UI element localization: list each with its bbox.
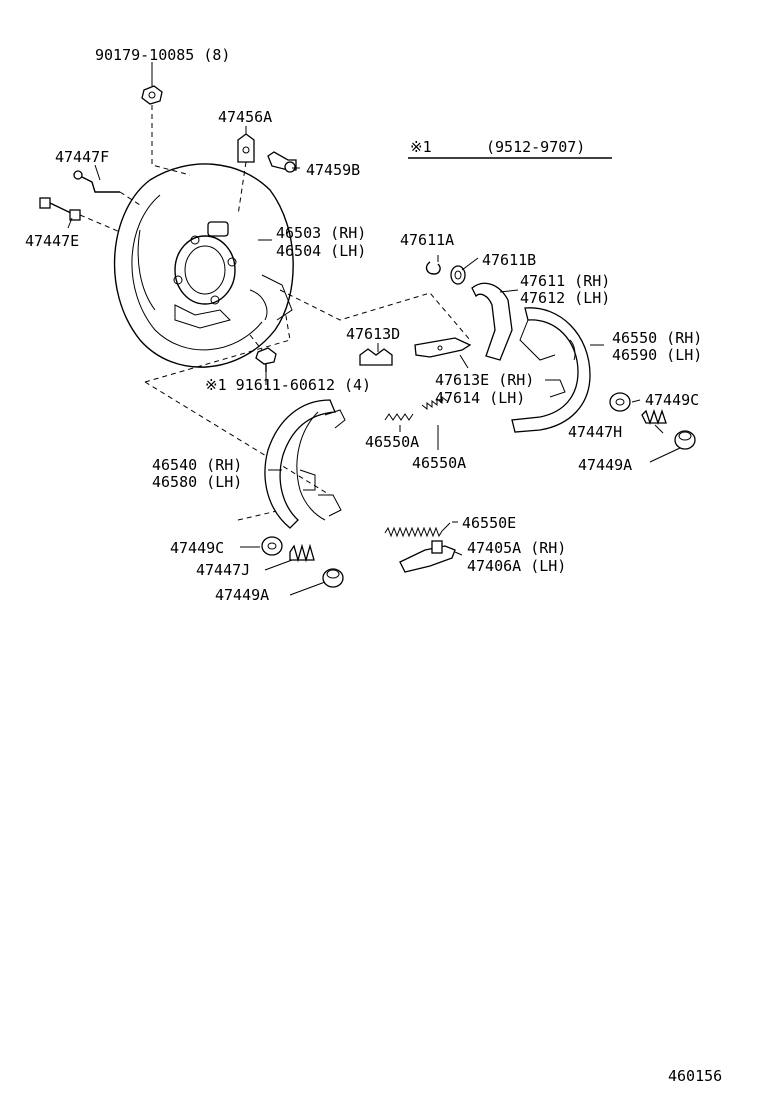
spring-47447J [289,543,315,563]
label-46590: 46590 (LH) [612,346,702,364]
label-46503: 46503 (RH) [276,224,366,242]
spring-46550A-2 [421,395,448,411]
label-47449C-right: 47449C [645,391,699,409]
label-46550: 46550 (RH) [612,329,702,347]
washer-47449C-left [261,536,283,556]
nut-90179 [141,85,163,105]
bolt-47447E [39,197,81,221]
leader-lines [67,62,681,596]
label-91611: ※1 91611-60612 (4) [205,376,371,394]
pin-47447F [73,170,120,193]
clip-47611A [425,261,441,275]
label-47613E: 47613E (RH) [435,371,534,389]
figure-number: 460156 [668,1067,722,1085]
lever-47611 [471,282,513,361]
adjuster-47405A [399,540,456,573]
washer-47611B [450,265,466,285]
bolt-91611 [255,347,277,372]
brake-shoe-left [264,399,346,529]
label-47447H: 47447H [568,423,622,441]
backing-plate [113,163,294,368]
cap-47449A-right [674,430,696,450]
label-47447J: 47447J [196,561,250,579]
washer-47449C-right [609,392,631,412]
label-47614: 47614 (LH) [435,389,525,407]
clip-47613D [359,348,393,366]
spring-47447H [641,408,667,426]
label-47611B: 47611B [482,251,536,269]
cap-47449A-left [322,568,344,588]
bleeder-47459B [267,151,297,173]
label-47613D: 47613D [346,325,400,343]
label-47611: 47611 (RH) [520,272,610,290]
brake-shoe-right [511,307,591,433]
spring-46550E [384,522,451,538]
spring-46550A-1 [384,413,414,421]
label-46550A-1: 46550A [365,433,419,451]
label-47611A: 47611A [400,231,454,249]
label-47449A-right: 47449A [578,456,632,474]
label-47449A-left: 47449A [215,586,269,604]
label-47406A: 47406A (LH) [467,557,566,575]
label-47459B: 47459B [306,161,360,179]
label-46550A-2: 46550A [412,454,466,472]
label-46550E: 46550E [462,514,516,532]
label-46540: 46540 (RH) [152,456,242,474]
bracket-47456A [237,133,255,163]
label-46504: 46504 (LH) [276,242,366,260]
label-47456A: 47456A [218,108,272,126]
label-47449C-left: 47449C [170,539,224,557]
label-47612: 47612 (LH) [520,289,610,307]
label-47447E: 47447E [25,232,79,250]
label-90179: 90179-10085 (8) [95,46,230,64]
strut-47613E [414,337,472,358]
label-47447F: 47447F [55,148,109,166]
label-47405A: 47405A (RH) [467,539,566,557]
note-symbol: ※1 [410,138,432,156]
label-46580: 46580 (LH) [152,473,242,491]
note-range: (9512-9707) [486,138,585,156]
